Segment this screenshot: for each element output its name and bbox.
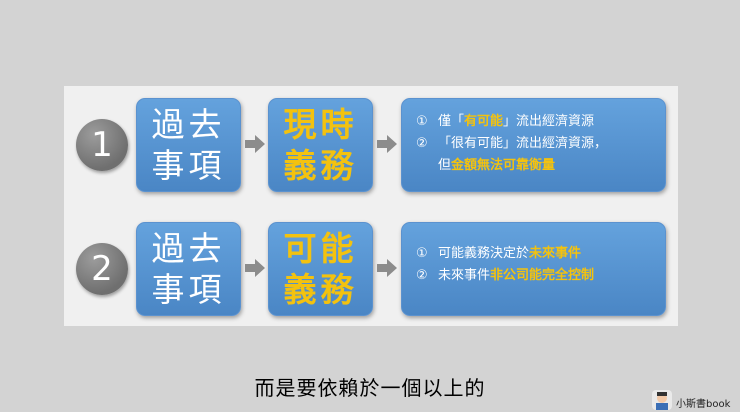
past-event-label-1: 過去事項 — [151, 105, 226, 185]
condition-highlight: 金額無法可靠衡量 — [451, 158, 556, 173]
circled-two-marker: ② — [416, 268, 428, 283]
video-subtitle: 而是要依賴於一個以上的 — [254, 376, 486, 400]
past-event-box-1: 過去事項 — [136, 98, 241, 192]
condition-text: 未來事件 — [438, 268, 491, 283]
channel-avatar-icon — [652, 390, 672, 410]
condition-line: ② 「很有可能」流出經濟資源， — [416, 133, 651, 155]
condition-line: ② 未來事件非公司能完全控制 — [416, 265, 651, 287]
number-badge-1: 1 — [76, 119, 128, 171]
condition-highlight: 未來事件 — [529, 246, 582, 261]
present-obligation-label: 現時義務 — [283, 105, 358, 185]
condition-text: 「很有可能」流出經濟資源， — [438, 136, 608, 151]
circled-one-marker: ① — [416, 246, 428, 261]
number-badge-2: 2 — [76, 243, 128, 295]
content-panel: 1 過去事項 現時義務 ① 僅「有可能」流出經濟資源 ② 「很有可能」流出經濟資源，… — [64, 86, 678, 326]
circled-two-marker: ② — [416, 136, 428, 151]
circled-one-marker: ① — [416, 114, 428, 129]
arrow-right-icon — [245, 135, 265, 153]
condition-highlight: 有可能 — [464, 114, 504, 129]
condition-text: 」流出經濟資源 — [503, 114, 595, 129]
possible-obligation-label: 可能義務 — [283, 229, 358, 309]
condition-line: ① 可能義務決定於未來事件 — [416, 243, 651, 265]
past-event-box-2: 過去事項 — [136, 222, 241, 316]
condition-highlight: 非公司能完全控制 — [490, 268, 595, 283]
condition-text: 但 — [438, 158, 452, 173]
possible-obligation-box: 可能義務 — [268, 222, 373, 316]
arrow-right-icon — [245, 259, 265, 277]
condition-line: ① 僅「有可能」流出經濟資源 — [416, 111, 651, 133]
present-obligation-box: 現時義務 — [268, 98, 373, 192]
row-1: 1 過去事項 現時義務 ① 僅「有可能」流出經濟資源 ② 「很有可能」流出經濟資源，… — [64, 98, 678, 194]
condition-box-1: ① 僅「有可能」流出經濟資源 ② 「很有可能」流出經濟資源， 但金額無法可靠衡量 — [401, 98, 666, 192]
condition-line: 但金額無法可靠衡量 — [416, 155, 651, 177]
arrow-right-icon — [377, 135, 397, 153]
channel-brand: 小斯書book — [676, 399, 731, 410]
condition-text: 可能義務決定於 — [438, 246, 530, 261]
arrow-right-icon — [377, 259, 397, 277]
past-event-label-2: 過去事項 — [151, 229, 226, 309]
condition-text: 僅「 — [438, 114, 465, 129]
